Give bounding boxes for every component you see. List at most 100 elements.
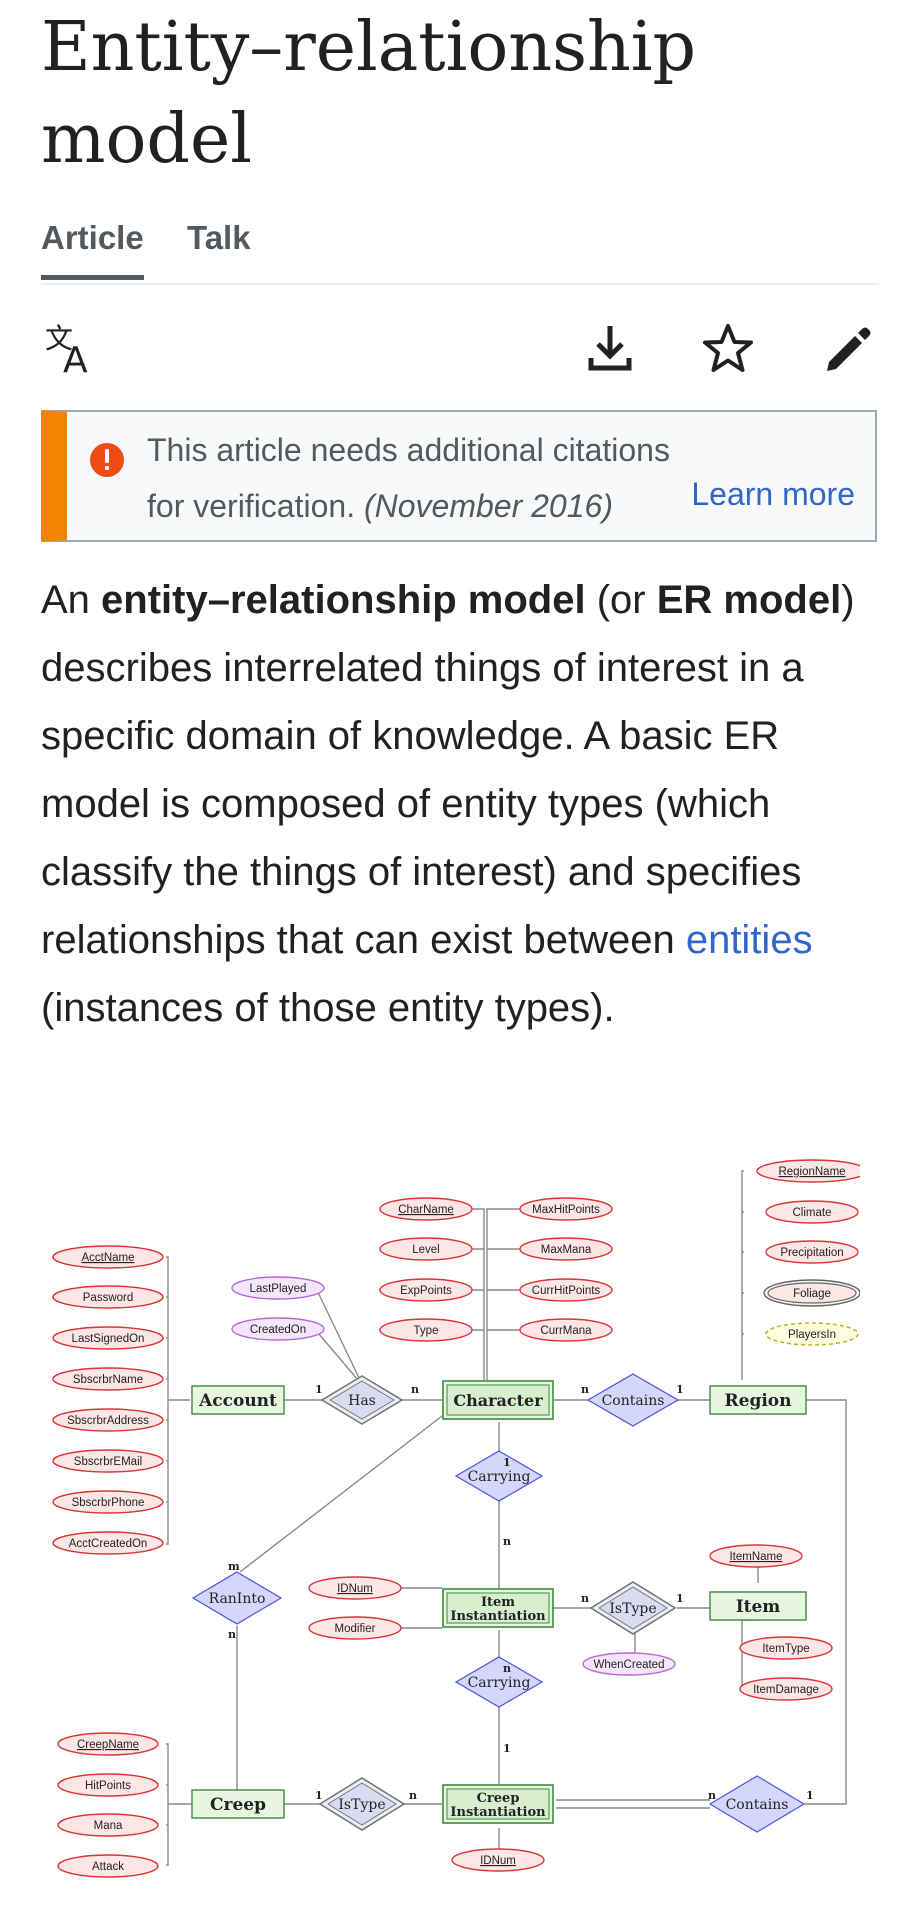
edit-icon[interactable]	[815, 318, 877, 380]
svg-text:LastSignedOn: LastSignedOn	[72, 1333, 145, 1345]
relationship-raninto: RanInto	[191, 1571, 283, 1625]
svg-text:Region: Region	[725, 1391, 792, 1411]
notice-message: This article needs additional citations …	[147, 432, 670, 524]
svg-text:1: 1	[676, 1383, 684, 1396]
svg-text:Modifier: Modifier	[335, 1623, 376, 1635]
svg-text:1: 1	[503, 1456, 511, 1469]
svg-text:Creep: Creep	[210, 1795, 266, 1815]
learn-more-link[interactable]: Learn more	[691, 476, 855, 512]
svg-text:CreepName: CreepName	[77, 1739, 139, 1751]
attr-itemdamage: ItemDamage	[739, 1677, 833, 1701]
svg-text:Attack: Attack	[92, 1861, 124, 1873]
svg-text:Instantiation: Instantiation	[450, 1805, 546, 1820]
relationship-carrying-1: Carrying	[454, 1450, 544, 1502]
svg-text:Password: Password	[83, 1292, 134, 1304]
svg-text:SbscrbrEMail: SbscrbrEMail	[74, 1456, 142, 1468]
svg-text:IDNum: IDNum	[480, 1855, 516, 1867]
svg-text:Type: Type	[414, 1325, 439, 1337]
svg-text:PlayersIn: PlayersIn	[788, 1329, 836, 1341]
svg-text:MaxMana: MaxMana	[541, 1244, 592, 1256]
entity-creep: Creep	[191, 1789, 285, 1819]
warning-icon	[89, 442, 125, 478]
attr-sbscrbremail: SbscrbrEMail	[52, 1449, 164, 1473]
attr-creepname: CreepName	[57, 1732, 159, 1756]
er-diagram[interactable]: AcctName Password LastSignedOn SbscrbrNa…	[40, 1140, 860, 1900]
svg-text:ItemDamage: ItemDamage	[753, 1684, 819, 1696]
entity-account: Account	[191, 1385, 285, 1415]
entity-region: Region	[709, 1385, 807, 1415]
svg-text:LastPlayed: LastPlayed	[250, 1283, 307, 1295]
svg-text:IsType: IsType	[609, 1601, 656, 1617]
attr-attack: Attack	[57, 1854, 159, 1878]
svg-text:m: m	[228, 1560, 240, 1573]
attr-idnum: IDNum	[308, 1576, 402, 1600]
svg-text:Climate: Climate	[793, 1207, 832, 1219]
svg-text:n: n	[581, 1383, 589, 1396]
relationship-carrying-2: Carrying	[454, 1656, 544, 1708]
svg-text:SbscrbrAddress: SbscrbrAddress	[67, 1415, 149, 1427]
relationship-istype-1: IsType	[589, 1581, 677, 1635]
attr-acctname: AcctName	[52, 1245, 164, 1269]
attr-climate: Climate	[765, 1200, 859, 1224]
svg-text:Level: Level	[412, 1244, 440, 1256]
relationship-contains-2: Contains	[708, 1775, 806, 1833]
lead-text-1: An	[41, 578, 102, 622]
svg-text:Precipitation: Precipitation	[780, 1247, 843, 1259]
attr-lastplayed: LastPlayed	[231, 1276, 325, 1300]
svg-text:Item: Item	[736, 1597, 781, 1617]
page-title: Entity–relationship model	[41, 8, 697, 179]
attr-foliage: Foliage	[763, 1279, 860, 1307]
attr-hitpoints: HitPoints	[57, 1773, 159, 1797]
tab-talk[interactable]: Talk	[187, 219, 251, 256]
svg-text:Instantiation: Instantiation	[450, 1609, 546, 1624]
page-tabs: Article Talk	[41, 215, 879, 285]
svg-text:Mana: Mana	[94, 1820, 123, 1832]
svg-text:Has: Has	[348, 1393, 376, 1409]
lead-text-4: (instances of those entity types).	[41, 986, 615, 1030]
svg-text:AcctCreatedOn: AcctCreatedOn	[69, 1538, 148, 1550]
svg-text:n: n	[503, 1535, 511, 1548]
entities-link[interactable]: entities	[685, 918, 813, 962]
svg-text:1: 1	[806, 1789, 814, 1802]
svg-text:Account: Account	[198, 1391, 277, 1411]
svg-text:1: 1	[676, 1592, 684, 1605]
svg-text:1: 1	[315, 1789, 323, 1802]
svg-text:CreatedOn: CreatedOn	[250, 1324, 306, 1336]
attr-itemname: ItemName	[709, 1544, 803, 1568]
svg-text:1: 1	[315, 1383, 323, 1396]
svg-text:1: 1	[503, 1742, 511, 1755]
attr-exppoints: ExpPoints	[379, 1278, 473, 1302]
attr-maxmana: MaxMana	[519, 1237, 613, 1261]
citation-notice: This article needs additional citations …	[41, 410, 877, 542]
svg-text:Item: Item	[481, 1595, 515, 1610]
lead-text-3: ) describes interrelated things of inter…	[41, 578, 855, 962]
attr-precipitation: Precipitation	[765, 1240, 859, 1264]
svg-text:MaxHitPoints: MaxHitPoints	[532, 1204, 600, 1216]
svg-text:RegionName: RegionName	[778, 1166, 845, 1178]
svg-text:Contains: Contains	[602, 1393, 665, 1409]
svg-text:ItemType: ItemType	[762, 1643, 809, 1655]
entity-character: Character	[442, 1380, 554, 1420]
svg-text:Creep: Creep	[477, 1791, 520, 1806]
attr-acctcreatedon: AcctCreatedOn	[52, 1531, 164, 1555]
download-icon[interactable]	[579, 318, 641, 380]
language-icon[interactable]: 文 A	[41, 318, 103, 381]
svg-text:CharName: CharName	[398, 1204, 454, 1216]
tab-article[interactable]: Article	[41, 219, 144, 280]
star-icon[interactable]	[697, 318, 759, 380]
attr-mana: Mana	[57, 1813, 159, 1837]
notice-text: This article needs additional citations …	[147, 422, 707, 534]
lead-paragraph: An entity–relationship model (or ER mode…	[41, 566, 891, 1042]
entity-item: Item	[709, 1591, 807, 1621]
svg-text:CurrMana: CurrMana	[540, 1325, 592, 1337]
svg-text:n: n	[411, 1383, 419, 1396]
svg-text:SbscrbrName: SbscrbrName	[73, 1374, 143, 1386]
svg-text:Carrying: Carrying	[468, 1469, 531, 1485]
svg-text:ItemName: ItemName	[729, 1551, 782, 1563]
attr-lastsignedon: LastSignedOn	[52, 1326, 164, 1350]
lead-term-er-model: entity–relationship model	[101, 578, 586, 622]
svg-text:CurrHitPoints: CurrHitPoints	[532, 1285, 601, 1297]
attr-sbscrbrname: SbscrbrName	[52, 1367, 164, 1391]
relationship-istype-2: IsType	[318, 1777, 406, 1831]
